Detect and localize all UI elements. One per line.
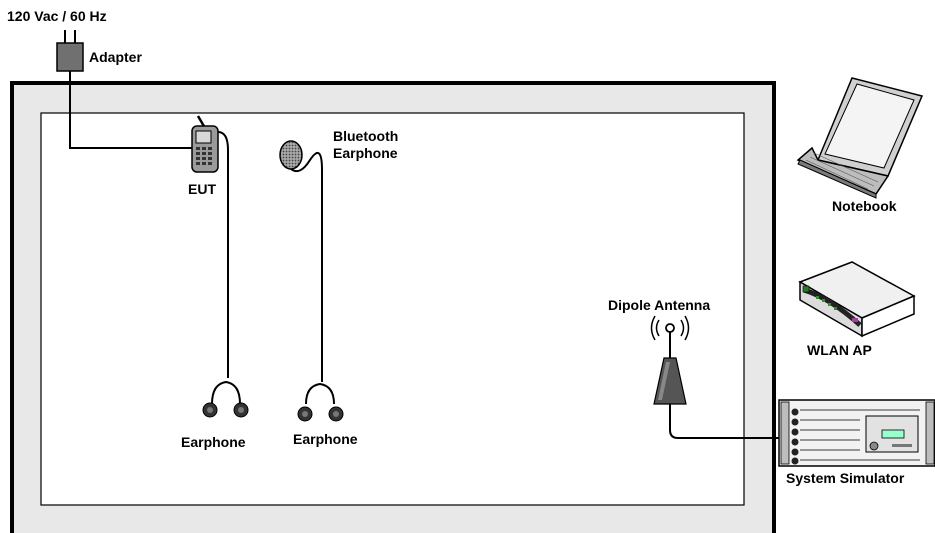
dipole-antenna-label: Dipole Antenna (608, 297, 711, 313)
bluetooth-earphone-label-line2: Earphone (333, 145, 398, 161)
inner-table-area (40, 112, 745, 506)
wired-earphone-split (211, 380, 241, 405)
wired-earphone-left-label: Earphone (181, 434, 246, 450)
wired-earphone-cable (217, 131, 229, 378)
bluetooth-earphone-icon (279, 140, 303, 170)
wired-earphone-right-label: Earphone (293, 431, 358, 447)
bluetooth-earphone-label: Bluetooth Earphone (333, 128, 398, 162)
bluetooth-earphone-label-line1: Bluetooth (333, 128, 399, 144)
eut-label: EUT (188, 181, 216, 197)
wlan-ap-icon (798, 261, 916, 338)
adapter-label: Adapter (89, 49, 142, 65)
adapter-cable (69, 71, 193, 149)
wired-earphone-left-icon (202, 402, 249, 418)
adapter-icon (56, 42, 84, 72)
power-source-label: 120 Vac / 60 Hz (7, 8, 107, 24)
bluetooth-earphone-split (305, 382, 335, 405)
notebook-icon (796, 77, 924, 199)
dipole-antenna-icon (650, 315, 690, 405)
system-simulator-icon (778, 399, 935, 467)
bluetooth-earphone-cable (290, 151, 323, 382)
wlan-ap-label: WLAN AP (807, 342, 872, 358)
system-simulator-label: System Simulator (786, 470, 905, 486)
notebook-label: Notebook (832, 198, 897, 214)
bluetooth-earbuds-icon (297, 406, 344, 422)
antenna-cable (669, 404, 790, 439)
eut-phone-icon (191, 115, 219, 173)
power-plug-icon (64, 30, 76, 44)
